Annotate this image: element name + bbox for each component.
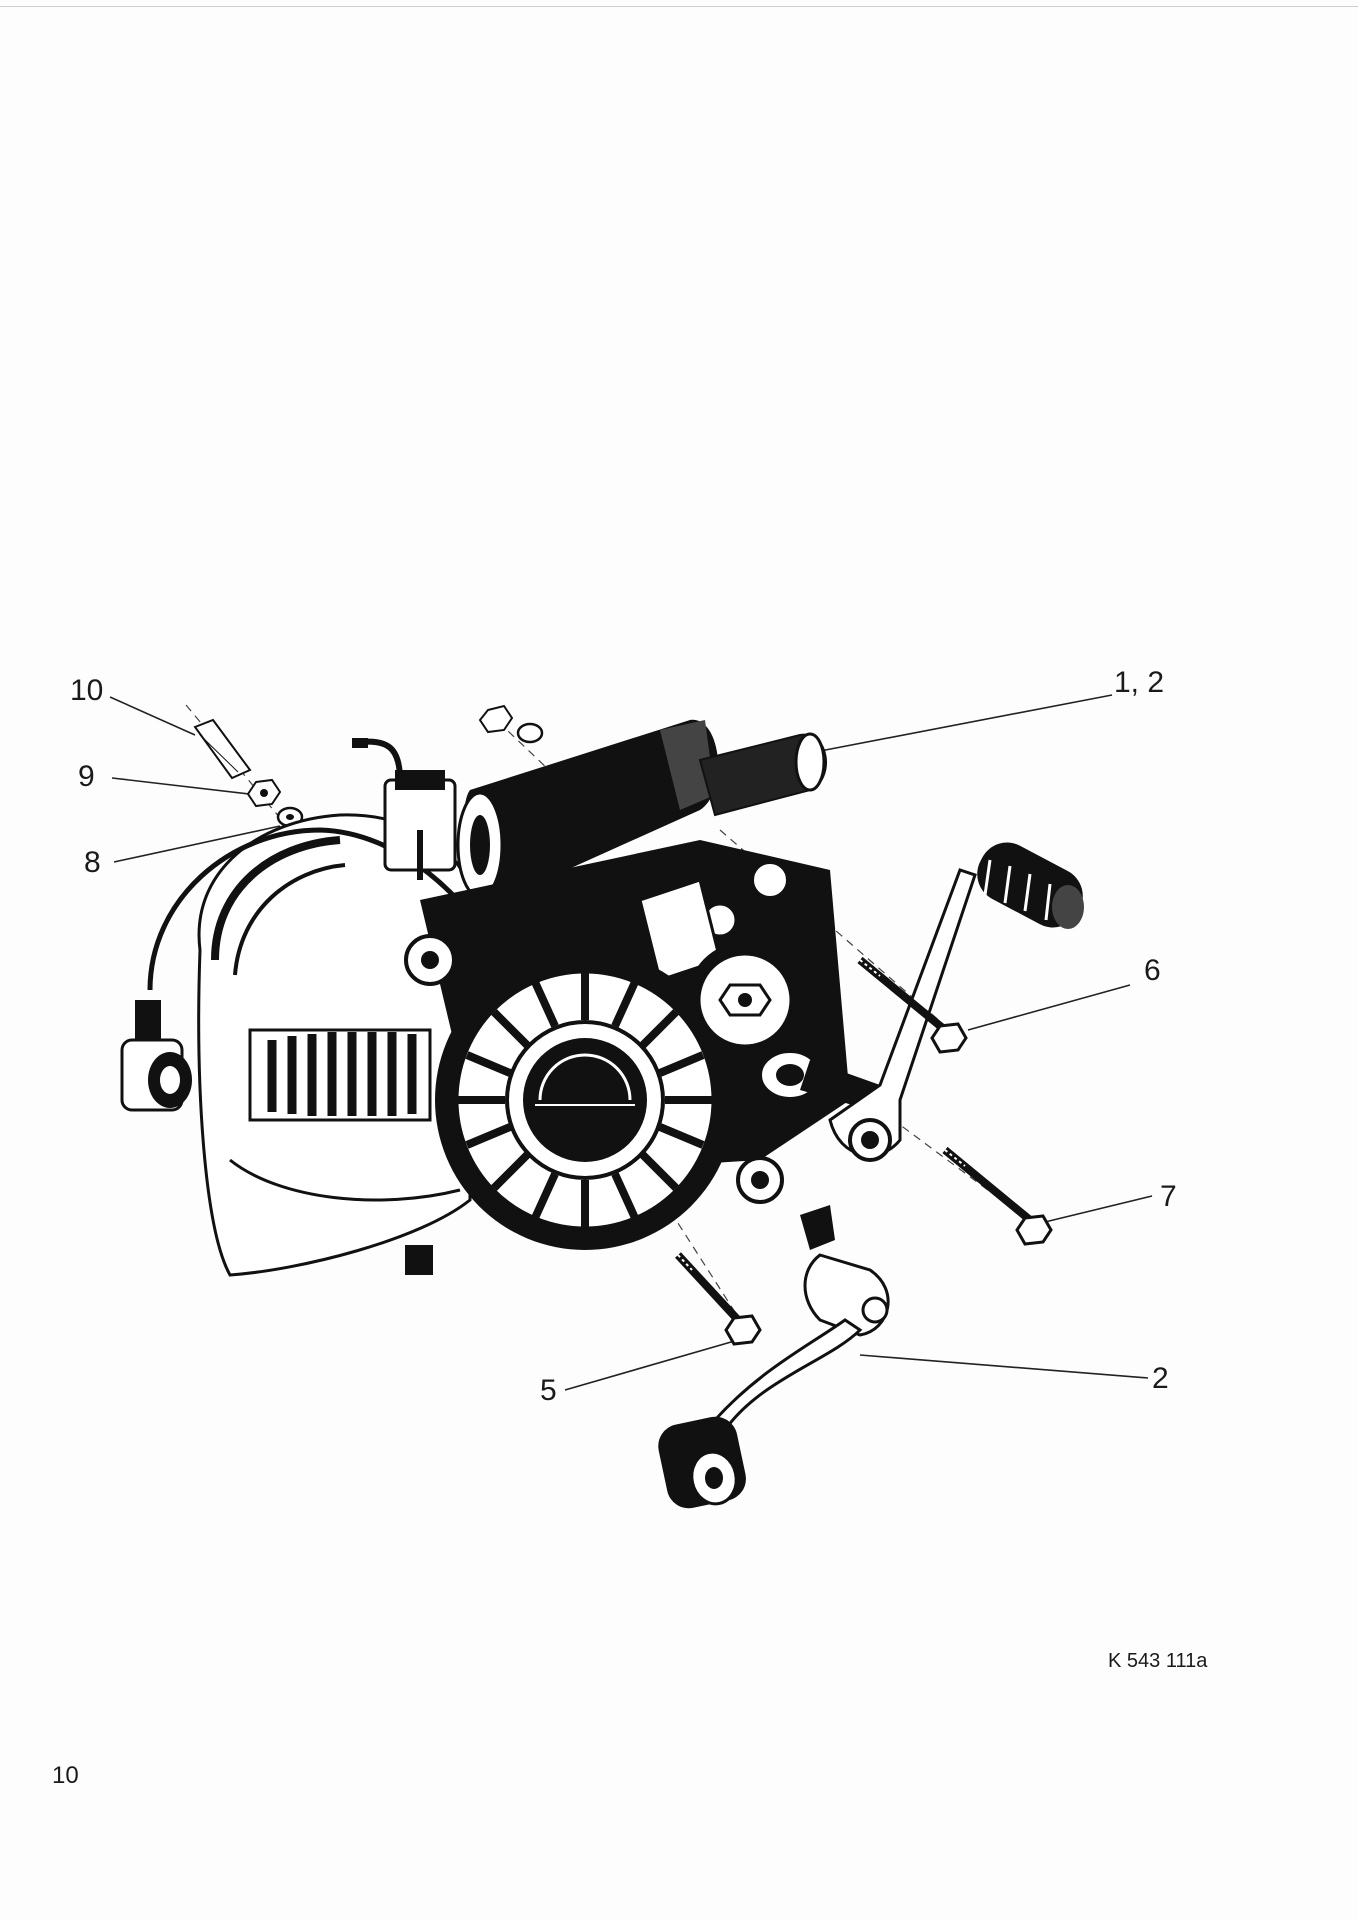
nut-9 bbox=[246, 778, 282, 808]
bolt-5 bbox=[675, 1252, 762, 1346]
leader-line-7 bbox=[1044, 1195, 1153, 1223]
flywheel bbox=[435, 950, 735, 1250]
top-edge-rule bbox=[0, 6, 1358, 7]
drive-sprocket bbox=[687, 942, 803, 1058]
callout-2: 2 bbox=[1152, 1362, 1169, 1395]
gear-lever-upper bbox=[828, 842, 1084, 1162]
kick-lever-lower bbox=[658, 1205, 890, 1509]
leader-line-10 bbox=[109, 696, 196, 736]
callout-6: 6 bbox=[1144, 954, 1161, 987]
air-filter-tube bbox=[456, 719, 827, 901]
leader-line-1-2 bbox=[814, 694, 1113, 753]
leader-line-9 bbox=[111, 777, 259, 796]
callout-7: 7 bbox=[1160, 1180, 1177, 1213]
top-nut-washer bbox=[478, 704, 544, 744]
bolt-7 bbox=[942, 1146, 1053, 1246]
page-number: 10 bbox=[52, 1762, 79, 1789]
leader-line-5 bbox=[564, 1339, 739, 1391]
spark-plug-cap bbox=[120, 827, 503, 1112]
bolt-6 bbox=[857, 956, 968, 1054]
leader-line-6 bbox=[967, 984, 1131, 1031]
leader-line-8 bbox=[113, 825, 281, 863]
leader-line-2 bbox=[859, 1354, 1149, 1379]
figure-code: K 543 111a bbox=[1108, 1650, 1208, 1672]
stud-10 bbox=[193, 718, 252, 780]
carburetor bbox=[352, 738, 457, 880]
flywheel-cover bbox=[197, 813, 472, 1277]
lever-rubber-lower bbox=[658, 1416, 746, 1509]
callout-8: 8 bbox=[84, 846, 101, 879]
callout-9: 9 bbox=[78, 760, 95, 793]
callout-10: 10 bbox=[70, 674, 104, 707]
lever-rubber-upper bbox=[977, 842, 1084, 929]
leader-lines bbox=[109, 694, 1153, 1391]
callout-5: 5 bbox=[540, 1374, 557, 1407]
callout-1-2: 1, 2 bbox=[1114, 666, 1165, 699]
